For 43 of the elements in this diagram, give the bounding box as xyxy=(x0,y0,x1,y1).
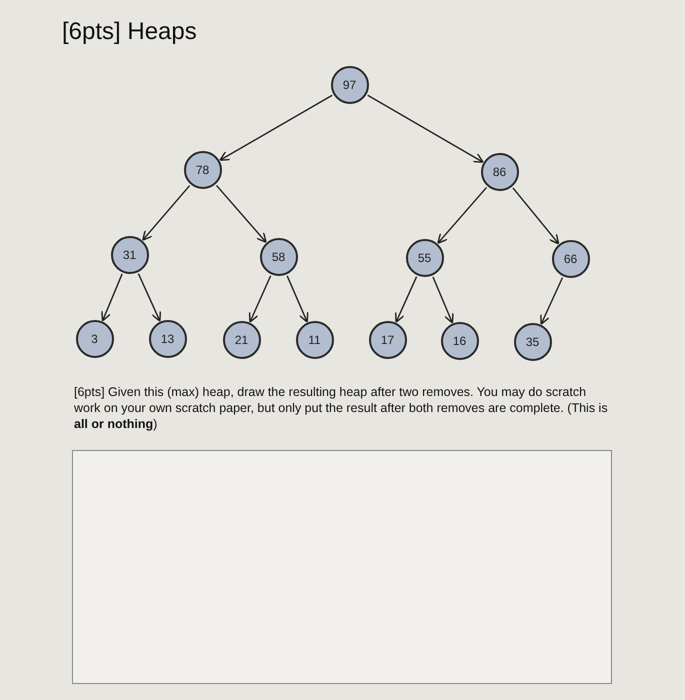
arrow xyxy=(367,94,484,163)
heap-node-circle xyxy=(552,240,590,278)
node-value: 66 xyxy=(564,252,578,266)
node-value: 16 xyxy=(452,334,466,348)
arrow xyxy=(101,274,123,322)
heap-node-circle xyxy=(184,150,222,188)
heap-node-circle xyxy=(260,238,298,276)
arrow xyxy=(540,277,564,325)
node-value: 86 xyxy=(492,164,506,178)
heap-node-circle xyxy=(480,152,518,190)
arrow xyxy=(219,94,333,161)
node-value: 58 xyxy=(272,250,286,264)
node-value: 17 xyxy=(380,332,394,346)
heap-node-circle xyxy=(440,322,478,360)
node-value: 35 xyxy=(526,334,540,348)
node-value: 3 xyxy=(91,332,98,346)
heap-node-circle xyxy=(406,238,444,276)
heap-node-circle xyxy=(296,320,334,358)
node-value: 13 xyxy=(160,332,174,346)
arrow xyxy=(512,187,560,245)
title: [6pts] Heaps xyxy=(62,18,197,46)
arrow xyxy=(142,185,190,241)
arrow xyxy=(437,187,488,244)
node-value: 31 xyxy=(122,248,136,262)
arrow xyxy=(394,276,418,323)
arrow xyxy=(248,275,272,323)
node-value: 11 xyxy=(308,332,321,346)
node-value: 21 xyxy=(234,332,248,346)
node-value: 78 xyxy=(196,162,210,176)
heap-node-circle xyxy=(110,236,148,274)
heap-node-circle xyxy=(76,320,114,358)
heap-node-circle xyxy=(514,322,552,360)
arrow xyxy=(432,276,454,324)
heap-node-circle xyxy=(368,320,406,358)
heap-node-circle xyxy=(148,320,186,358)
heap-node-circle xyxy=(330,66,368,104)
heap-node-circle xyxy=(222,320,260,358)
arrow xyxy=(216,184,267,243)
node-value: 97 xyxy=(342,78,356,92)
arrow xyxy=(138,273,162,322)
question-text: [6pts] Given this (max) heap, draw the resulting heap after two removes. You may do scratch work on your own scratch paper, but only put the result after both removes are complete. (This is all or nothing) xyxy=(74,384,609,432)
arrow xyxy=(286,276,308,323)
node-value: 55 xyxy=(418,250,432,264)
